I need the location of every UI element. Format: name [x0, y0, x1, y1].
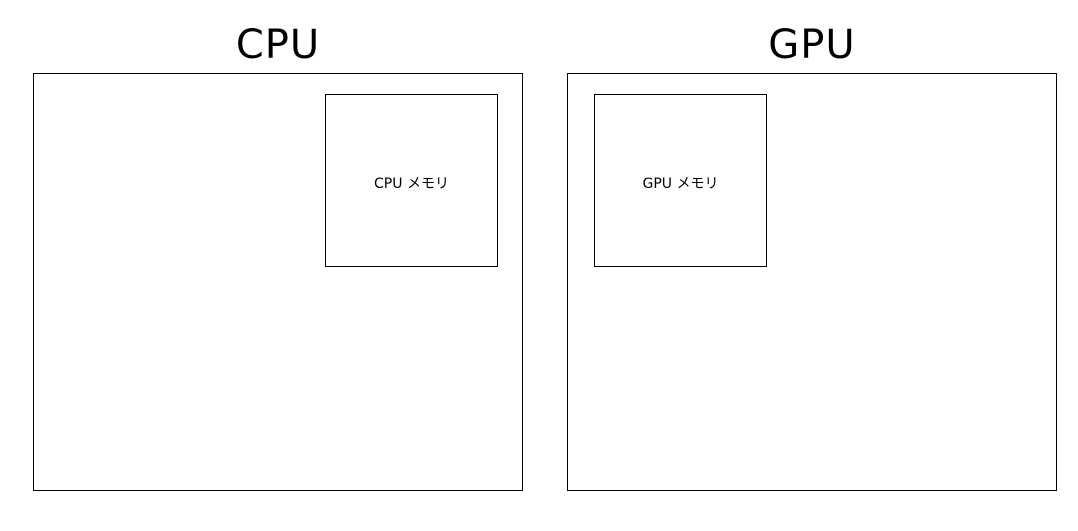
- cpu-memory-label: CPU メモリ: [374, 176, 449, 192]
- cpu-title: CPU: [235, 22, 321, 68]
- gpu-memory-label: GPU メモリ: [642, 176, 719, 192]
- gpu-title: GPU: [768, 22, 856, 68]
- cpu-memory-box: CPU メモリ: [325, 94, 498, 267]
- gpu-memory-box: GPU メモリ: [594, 94, 767, 267]
